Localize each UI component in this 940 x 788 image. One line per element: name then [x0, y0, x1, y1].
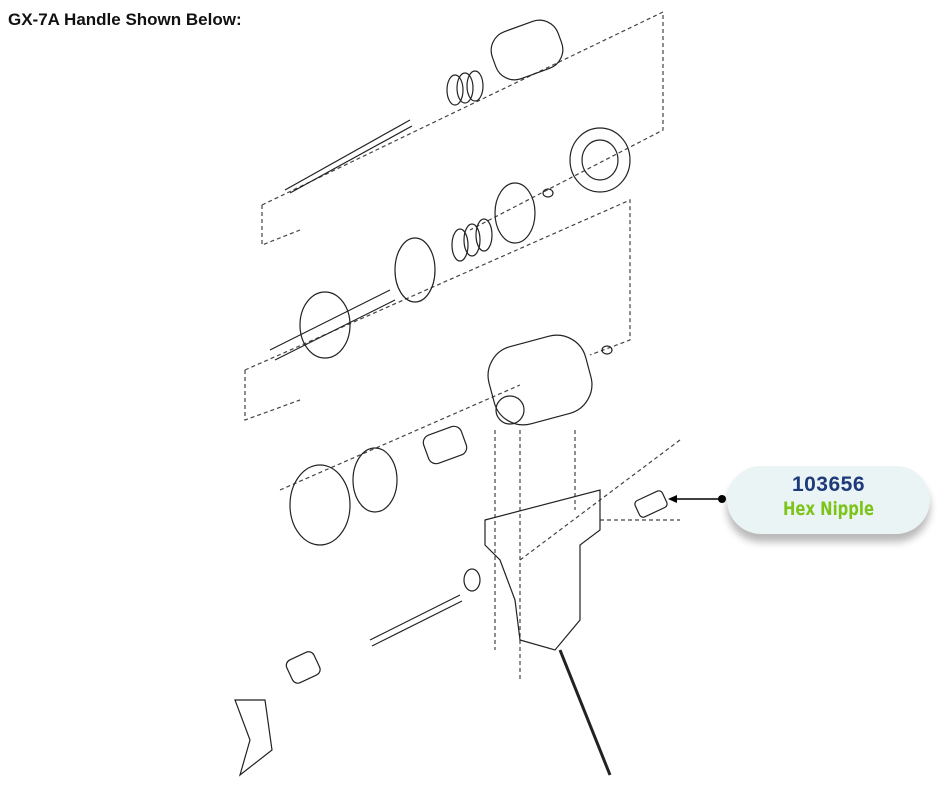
part-number: 103656: [791, 473, 866, 496]
hex-nipple-part: [634, 490, 668, 518]
sleeve-part: [490, 19, 564, 81]
part-name: Hex Nipple: [782, 498, 874, 520]
piston-rod-part: [269, 289, 396, 361]
piston-part: [569, 127, 631, 193]
part-callout: 103656 Hex Nipple: [727, 466, 930, 534]
valve-parts: [285, 568, 481, 684]
dashed-guides: [244, 11, 681, 680]
cylinder-body: [487, 334, 593, 426]
callout-leader: [668, 495, 726, 503]
needle-part: [284, 119, 413, 194]
o-ring-parts: [394, 182, 613, 355]
front-plates: [289, 425, 468, 546]
spring-parts: [446, 70, 493, 262]
trigger-part: [234, 699, 273, 777]
handle-body: [484, 489, 612, 776]
page-title: GX-7A Handle Shown Below:: [8, 10, 242, 29]
